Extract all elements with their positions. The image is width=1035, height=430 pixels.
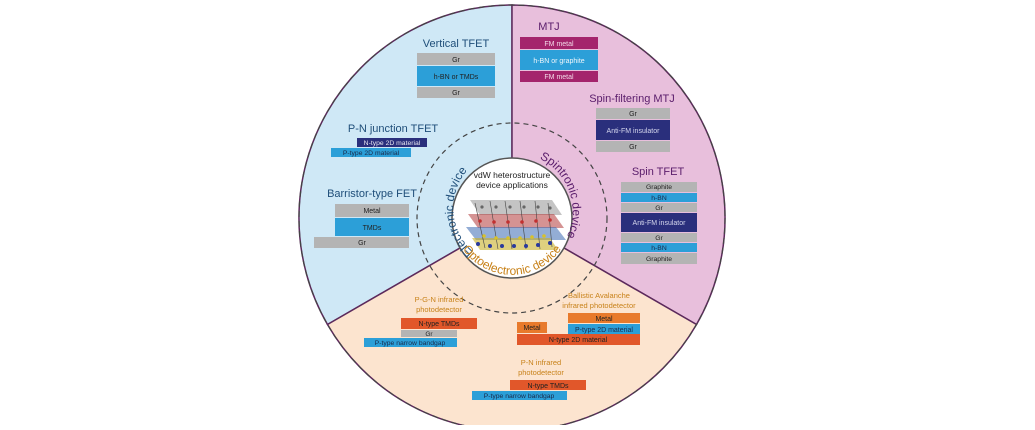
ballistic-layer-metal-top bbox=[568, 313, 640, 323]
barristor-layer-2: TMDs bbox=[363, 225, 382, 232]
mtj-layer-fm-top bbox=[520, 37, 598, 49]
barristor-layer-3: Gr bbox=[358, 240, 366, 247]
spin-filter-layer-3: Gr bbox=[629, 144, 637, 151]
optoelectronic-sector bbox=[326, 217, 698, 430]
heterostructure-lattice-illustration bbox=[466, 200, 566, 250]
ballistic-layer-p bbox=[568, 324, 640, 334]
pgn-title-line1: P-G-N infrared bbox=[415, 295, 464, 304]
inner-dashed-ring bbox=[416, 122, 608, 314]
pn-junction-tfet-stack: P-N junction TFET N-type 2D material P-t… bbox=[331, 123, 438, 157]
pn-tfet-layer-1: N-type 2D material bbox=[364, 140, 421, 147]
spin-tfet-layer-4: Anti-FM insulator bbox=[633, 220, 687, 227]
mtj-layer-1: FM metal bbox=[544, 41, 574, 48]
pn-tfet-layer-p bbox=[331, 148, 411, 157]
pn-tfet-layer-2: P-type 2D material bbox=[343, 150, 400, 157]
outer-dashed-ring bbox=[298, 4, 726, 430]
mtj-layer-barrier bbox=[520, 50, 598, 70]
spin-filtering-mtj-stack: Spin-filtering MTJ Gr Anti-FM insulator … bbox=[589, 93, 675, 152]
vertical-tfet-title: Vertical TFET bbox=[423, 38, 490, 50]
pgn-title-line2: photodetector bbox=[416, 305, 462, 314]
vertical-tfet-layer-3: Gr bbox=[452, 90, 460, 97]
ballistic-layer-n bbox=[517, 334, 640, 345]
barristor-layer-metal bbox=[335, 204, 409, 217]
pn-photodetector-stack: P-N infrared photodetector N-type TMDs P… bbox=[472, 358, 586, 400]
pgn-photodetector-stack: P-G-N infrared photodetector N-type TMDs… bbox=[364, 295, 477, 347]
spin-tfet-layer-graphite-bottom bbox=[621, 253, 697, 264]
spin-filter-layer-1: Gr bbox=[629, 111, 637, 118]
mtj-layer-fm-bottom bbox=[520, 71, 598, 82]
barristor-layer-gr bbox=[314, 237, 409, 248]
center-title-line1: vdW heterostructure bbox=[474, 170, 551, 180]
ballistic-photodetector-stack: Ballistic Avalanche infrared photodetect… bbox=[517, 291, 640, 345]
pn-det-layer-1: N-type TMDs bbox=[527, 383, 569, 390]
pgn-layer-n bbox=[401, 318, 477, 329]
barristor-title: Barristor-type FET bbox=[327, 188, 417, 200]
spin-tfet-layer-graphite-top bbox=[621, 182, 697, 192]
ballistic-layer-4: N-type 2D material bbox=[549, 337, 608, 344]
spin-tfet-layer-5: Gr bbox=[655, 235, 663, 242]
spin-tfet-title: Spin TFET bbox=[632, 166, 685, 178]
mtj-stack: MTJ FM metal h-BN or graphite FM metal bbox=[520, 21, 598, 82]
ballistic-layer-3: P-type 2D material bbox=[575, 327, 633, 334]
pn-tfet-title: P-N junction TFET bbox=[348, 123, 439, 135]
spin-tfet-layer-hbn-bottom bbox=[621, 243, 697, 252]
spin-tfet-layer-7: Graphite bbox=[646, 256, 672, 263]
pn-det-layer-p bbox=[472, 391, 567, 400]
vertical-tfet-layer-barrier bbox=[417, 66, 495, 86]
pgn-layer-gr bbox=[401, 330, 457, 337]
spin-filter-layer-afm bbox=[596, 120, 670, 140]
pgn-layer-1: N-type TMDs bbox=[418, 321, 460, 328]
spin-filter-mtj-title: Spin-filtering MTJ bbox=[589, 93, 675, 105]
vertical-tfet-stack: Vertical TFET Gr h-BN or TMDs Gr bbox=[417, 38, 495, 98]
mtj-title: MTJ bbox=[538, 21, 559, 33]
spin-tfet-stack: Spin TFET Graphite h-BN Gr Anti-FM insul… bbox=[621, 166, 697, 264]
spin-tfet-layer-3: Gr bbox=[655, 205, 663, 212]
ballistic-layer-2: Metal bbox=[523, 325, 541, 332]
spin-filter-layer-gr-bottom bbox=[596, 141, 670, 152]
vertical-tfet-layer-2: h-BN or TMDs bbox=[434, 74, 479, 81]
pgn-layer-2: Gr bbox=[425, 331, 433, 338]
ballistic-layer-metal-side bbox=[517, 322, 547, 333]
center-title-line2: device applications bbox=[476, 180, 548, 190]
pn-det-title-line2: photodetector bbox=[518, 368, 564, 377]
spin-tfet-layer-afm bbox=[621, 213, 697, 232]
ballistic-title-line1: Ballistic Avalanche bbox=[568, 291, 630, 300]
mtj-layer-3: FM metal bbox=[544, 74, 574, 81]
spin-filter-layer-gr-top bbox=[596, 108, 670, 119]
pn-det-title-line1: P-N infrared bbox=[521, 358, 561, 367]
spin-tfet-layer-6: h-BN bbox=[651, 245, 667, 252]
barristor-layer-tmds bbox=[335, 218, 409, 236]
pn-det-layer-n bbox=[510, 380, 586, 390]
pn-det-layer-2: P-type narrow bandgap bbox=[484, 393, 555, 400]
barristor-layer-1: Metal bbox=[363, 208, 381, 215]
pgn-layer-3: P-type narrow bandgap bbox=[375, 340, 446, 347]
vertical-tfet-layer-gr-bottom bbox=[417, 87, 495, 98]
spin-tfet-layer-2: h-BN bbox=[651, 195, 667, 202]
spin-tfet-layer-1: Graphite bbox=[646, 184, 672, 191]
spin-tfet-layer-gr-bottom bbox=[621, 233, 697, 242]
spin-tfet-layer-hbn-top bbox=[621, 193, 697, 202]
ballistic-layer-1: Metal bbox=[595, 316, 613, 323]
spin-tfet-layer-gr-top bbox=[621, 203, 697, 212]
spin-filter-layer-2: Anti-FM insulator bbox=[607, 128, 661, 135]
mtj-layer-2: h-BN or graphite bbox=[533, 58, 584, 65]
pgn-layer-p bbox=[364, 338, 457, 347]
pn-tfet-layer-n bbox=[357, 138, 427, 147]
barristor-fet-stack: Barristor-type FET Metal TMDs Gr bbox=[314, 188, 417, 248]
vertical-tfet-layer-gr-top bbox=[417, 53, 495, 65]
vertical-tfet-layer-1: Gr bbox=[452, 57, 460, 64]
ballistic-title-line2: infrared photodetector bbox=[562, 301, 636, 310]
